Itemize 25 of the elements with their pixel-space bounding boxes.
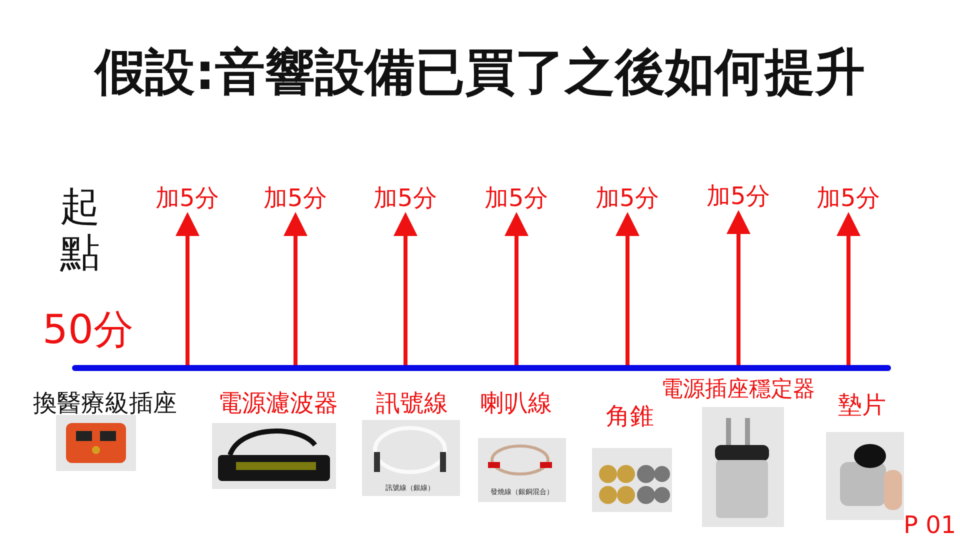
item-label: 墊片 [838,393,886,417]
score-label: 加5分 [706,184,770,208]
arrow [176,212,200,365]
score-label: 加5分 [156,186,219,210]
page-number: P 01 [904,513,956,537]
item-label: 角錐 [606,404,654,428]
arrow [504,212,528,365]
arrow [394,212,418,365]
item-label: 訊號線 [376,391,448,415]
score-label: 加5分 [596,186,659,210]
score-label: 50分 [42,310,134,350]
arrow [616,212,640,365]
arrow [836,212,860,365]
item-label: 喇叭線 [480,391,552,415]
score-label: 加5分 [484,186,548,210]
score-label: 加5分 [816,186,880,210]
arrow [284,212,308,365]
score-label: 加5分 [374,186,437,210]
arrow [726,210,750,365]
title: 假設:音響設備已買了之後如何提升 [95,47,865,97]
item-label: 換醫療級插座 [33,391,177,415]
score-label: 加5分 [264,186,327,210]
vertical-label: 起點 [60,184,100,276]
item-label: 電源濾波器 [218,391,338,415]
item-label: 電源插座穩定器 [661,379,815,401]
